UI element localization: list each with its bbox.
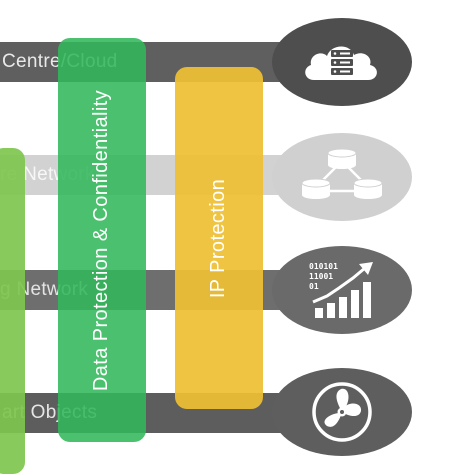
binary-growth-chart-icon: 010101 11001 01: [307, 258, 377, 322]
fan-icon: [311, 381, 373, 443]
cloud-server-icon: [300, 36, 384, 88]
svg-text:010101: 010101: [309, 262, 338, 271]
ip-protection-label: IP Protection: [207, 178, 230, 298]
svg-text:11001: 11001: [309, 272, 333, 281]
data-centre-oval: [272, 18, 412, 106]
core-network-oval: [272, 133, 412, 221]
ip-protection-pillar: IP Protection: [175, 67, 263, 409]
data-protection-label: Data Protection & Confidentiality: [90, 89, 113, 391]
access-network-oval: 010101 11001 01: [272, 246, 412, 334]
data-protection-pillar: Data Protection & Confidentiality: [58, 38, 146, 442]
svg-text:01: 01: [309, 282, 319, 291]
network-nodes-icon: [294, 147, 390, 207]
smart-objects-oval: [272, 368, 412, 456]
device-protection-pillar: [0, 148, 25, 474]
